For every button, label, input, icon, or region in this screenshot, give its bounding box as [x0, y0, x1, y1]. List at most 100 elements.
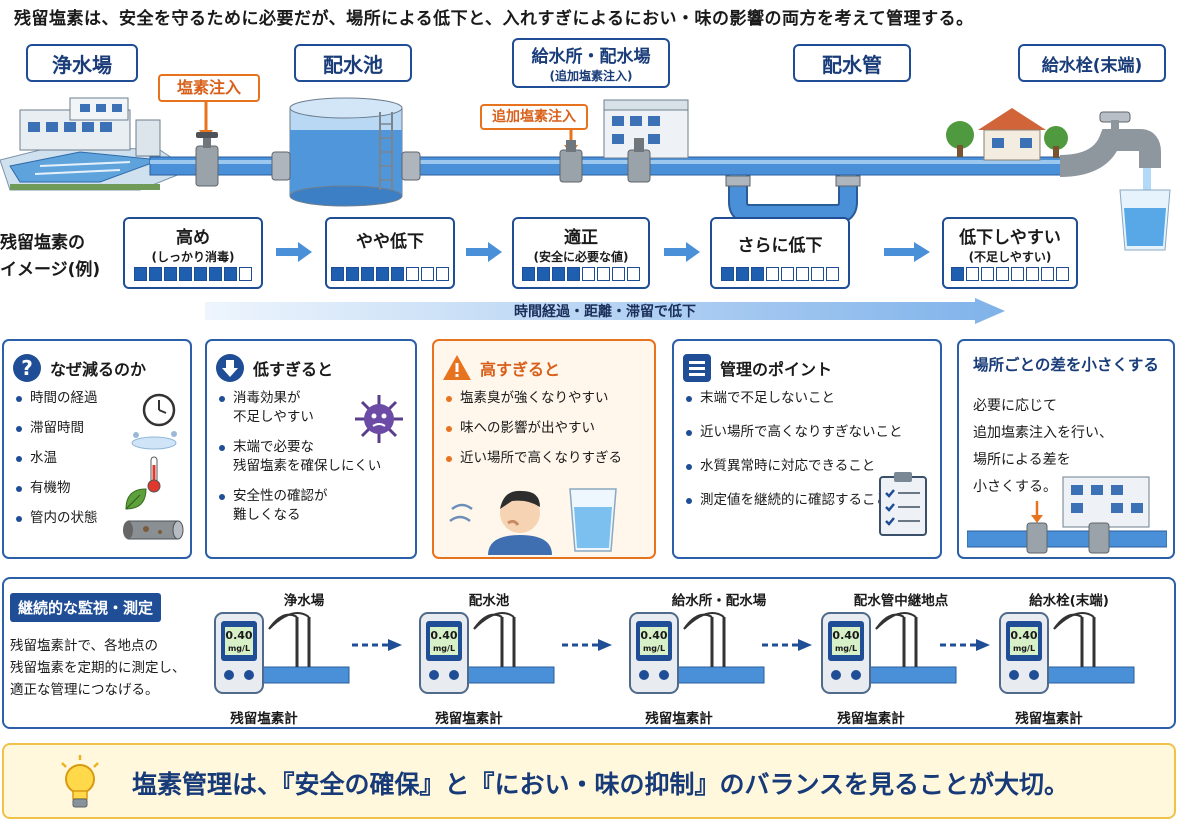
reduce-line: 場所による差を [973, 452, 1071, 468]
flow-arrow-icon [276, 242, 312, 262]
stage-label-reservoir: 配水池 [294, 44, 412, 82]
meter-cell-filled [552, 267, 565, 281]
tree-icon [1044, 126, 1068, 158]
reduce-line: 必要に応じて [973, 398, 1057, 414]
monitor-meter-label: 残留塩素計 [837, 711, 905, 727]
meter-cell-empty [612, 267, 625, 281]
pump-station-icon [603, 99, 689, 159]
stage-label-text: 配水池 [323, 52, 383, 77]
meter-cell-empty [406, 267, 419, 281]
rusty-pipe-icon [123, 520, 184, 540]
meter-cell-filled [179, 267, 192, 281]
leaf-icon [125, 488, 147, 510]
pipeline-scene [0, 97, 1171, 251]
concentration-meter [331, 267, 449, 281]
chlorine-meter-icon: 0.40 mg/L [816, 609, 966, 709]
meter-cell-filled [346, 267, 359, 281]
high-item: 味への影響が出やすい [446, 419, 654, 438]
faucet-icon [1059, 111, 1161, 177]
points-item: 水質異常時に対応できること [686, 457, 940, 476]
meter-cell-filled [361, 267, 374, 281]
stage-label-tap: 給水栓(末端) [1018, 44, 1166, 82]
meter-unit: mg/L [835, 644, 857, 653]
meter-cell-filled [736, 267, 749, 281]
concentration-card-title: さらに低下 [737, 236, 823, 256]
meter-value: 0.40 [832, 629, 859, 642]
svg-text:?: ? [21, 356, 33, 380]
high-item: 近い場所で高くなりすぎる [446, 449, 654, 468]
meter-cell-filled [522, 267, 535, 281]
panel-points: 管理のポイント 末端で不足しないこと 近い場所で高くなりすぎないこと 水質異常時… [672, 339, 942, 559]
meter-cell-filled [751, 267, 764, 281]
why-list: 時間の経過 滞留時間 水温 有機物 管内の状態 [4, 389, 190, 528]
person-smelling-icon [449, 490, 552, 555]
meter-cell-empty [766, 267, 779, 281]
valve-icon [627, 138, 651, 183]
meter-cell-filled [721, 267, 734, 281]
why-item: 有機物 [16, 479, 190, 498]
low-item-line: 残留塩素を確保しにくい [233, 458, 382, 474]
meter-cell-empty [1026, 267, 1039, 281]
list-icon [683, 354, 711, 382]
stage-label-text: 配水管 [822, 52, 882, 77]
water-glass-icon [1119, 168, 1171, 251]
low-list: 消毒効果が不足しやすい 末端で必要な残留塩素を確保しにくい 安全性の確認が難しく… [207, 389, 415, 525]
monitoring-desc-line: 残留塩素を定期的に測定し、 [10, 660, 186, 676]
concentration-card-lowest: 低下しやすい (不足しやすい) [942, 217, 1078, 289]
concentration-card-lower: さらに低下 [710, 217, 850, 289]
monitoring-description: 残留塩素計で、各地点の 残留塩素を定期的に測定し、 適正な管理につなげる。 [10, 635, 186, 701]
low-item: 安全性の確認が難しくなる [219, 487, 415, 525]
reduce-line: 小さくする。 [973, 479, 1057, 495]
points-item: 測定値を継続的に確認すること [686, 491, 940, 510]
panel-header: ? なぜ減るのか [12, 353, 190, 383]
meter-unit: mg/L [433, 644, 455, 653]
concentration-card-title: 適正 [564, 228, 598, 248]
low-item: 消毒効果が不足しやすい [219, 389, 415, 427]
meter-cell-filled [209, 267, 222, 281]
meter-cell-empty [436, 267, 449, 281]
meter-cell-empty [1056, 267, 1069, 281]
panel-why: ? なぜ減るのか 時間の経過 滞留時間 水温 有機物 管内の状態 [2, 339, 192, 559]
monitoring-desc-line: 適正な管理につなげる。 [10, 682, 159, 698]
concentration-card-proper: 適正 (安全に必要な値) [512, 217, 650, 289]
concentration-card-sub: (安全に必要な値) [533, 250, 629, 264]
meter-cell-filled [224, 267, 237, 281]
meter-cell-filled [331, 267, 344, 281]
panel-title: 高すぎると [480, 360, 561, 379]
meter-cell-empty [582, 267, 595, 281]
why-item: 滞留時間 [16, 419, 190, 438]
dashed-arrow-icon [562, 639, 612, 651]
high-item: 塩素臭が強くなりやすい [446, 389, 654, 408]
monitoring-section: 継続的な監視・測定 残留塩素計で、各地点の 残留塩素を定期的に測定し、 適正な管… [2, 577, 1176, 729]
meter-cell-filled [391, 267, 404, 281]
low-item-line: 消毒効果が [233, 390, 301, 406]
meter-unit: mg/L [1013, 644, 1035, 653]
why-item: 水温 [16, 449, 190, 468]
meter-unit: mg/L [643, 644, 665, 653]
meter-value: 0.40 [225, 629, 252, 642]
meter-cell-filled [376, 267, 389, 281]
reservoir-tank-icon [289, 97, 403, 207]
meter-cell-empty [421, 267, 434, 281]
low-item: 末端で必要な残留塩素を確保しにくい [219, 438, 415, 476]
points-item: 末端で不足しないこと [686, 389, 940, 408]
monitor-station-name: 給水栓(末端) [1029, 593, 1109, 609]
low-item-line: 難しくなる [233, 507, 301, 523]
concentration-meter [522, 267, 640, 281]
dashed-arrow-icon [762, 639, 812, 651]
panel-header: 場所ごとの差を小さくする [973, 353, 1173, 375]
time-band-arrow [205, 298, 1005, 324]
panel-header: 高すぎると [442, 353, 654, 383]
arrow-down-icon [216, 354, 244, 382]
concentration-card-title: 低下しやすい [959, 228, 1061, 248]
panel-title: なぜ減るのか [50, 360, 147, 379]
panel-title: 低すぎると [253, 360, 334, 379]
flow-arrow-icon [664, 242, 700, 262]
panel-header: 低すぎると [215, 353, 415, 383]
concentration-caption-line: イメージ(例) [0, 260, 101, 280]
